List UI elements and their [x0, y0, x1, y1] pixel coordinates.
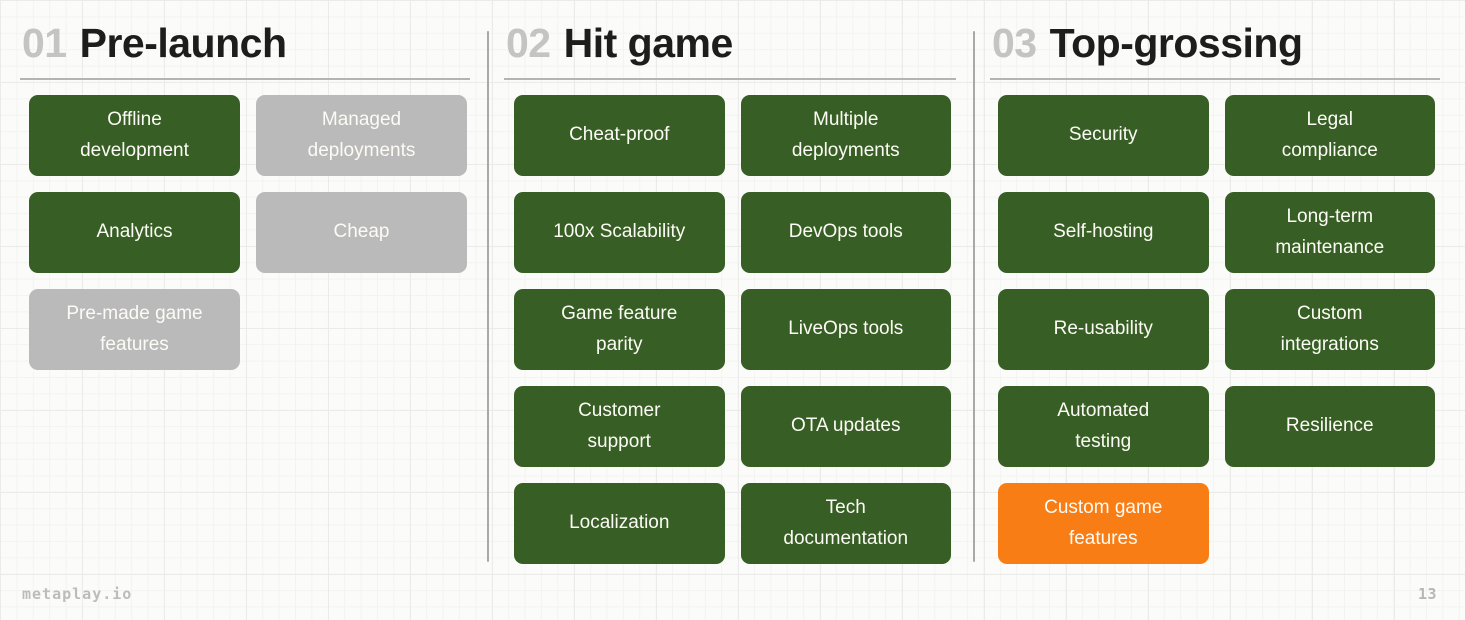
column-separator — [973, 31, 975, 562]
column-header: 03 Top-grossing — [990, 20, 1440, 67]
column-number: 03 — [992, 20, 1037, 66]
pill-tech-documentation: Tech documentation — [740, 483, 951, 565]
pill-cheat-proof: Cheat-proof — [514, 95, 725, 177]
pill-custom-integrations: Custom integrations — [1224, 289, 1435, 371]
header-divider — [990, 78, 1440, 81]
pill-custom-game-features: Custom game features — [998, 483, 1209, 565]
pill-game-feature-parity: Game feature parity — [514, 289, 725, 371]
brand-watermark: metaplay.io — [22, 585, 133, 603]
pill-100x-scalability: 100x Scalability — [514, 192, 725, 274]
column-title: Top-grossing — [1049, 20, 1303, 66]
header-divider — [20, 78, 470, 81]
pill-pre-made-game-features: Pre-made game features — [29, 289, 240, 371]
pill-self-hosting: Self-hosting — [998, 192, 1209, 274]
pill-devops-tools: DevOps tools — [740, 192, 951, 274]
pill-cheap: Cheap — [256, 192, 467, 274]
pill-legal-compliance: Legal compliance — [1224, 95, 1435, 177]
page-number: 13 — [1417, 585, 1437, 603]
pill-ota-updates: OTA updates — [740, 386, 951, 468]
pill-localization: Localization — [514, 483, 725, 565]
pill-security: Security — [998, 95, 1209, 177]
pill-liveops-tools: LiveOps tools — [740, 289, 951, 371]
pill-multiple-deployments: Multiple deployments — [740, 95, 951, 177]
pill-analytics: Analytics — [29, 192, 240, 274]
column-title: Hit game — [563, 20, 734, 66]
column-header: 01 Pre-launch — [20, 20, 470, 67]
pill-long-term-maintenance: Long-term maintenance — [1224, 192, 1435, 274]
pill-automated-testing: Automated testing — [998, 386, 1209, 468]
column-separator — [487, 31, 489, 562]
column-number: 02 — [506, 20, 551, 66]
pill-managed-deployments: Managed deployments — [256, 95, 467, 177]
column-header: 02 Hit game — [504, 20, 956, 67]
column-title: Pre-launch — [79, 20, 287, 66]
pill-resilience: Resilience — [1224, 386, 1435, 468]
pill-offline-development: Offline development — [29, 95, 240, 177]
header-divider — [504, 78, 956, 81]
column-number: 01 — [22, 20, 67, 66]
pill-customer-support: Customer support — [514, 386, 725, 468]
pill-re-usability: Re-usability — [998, 289, 1209, 371]
